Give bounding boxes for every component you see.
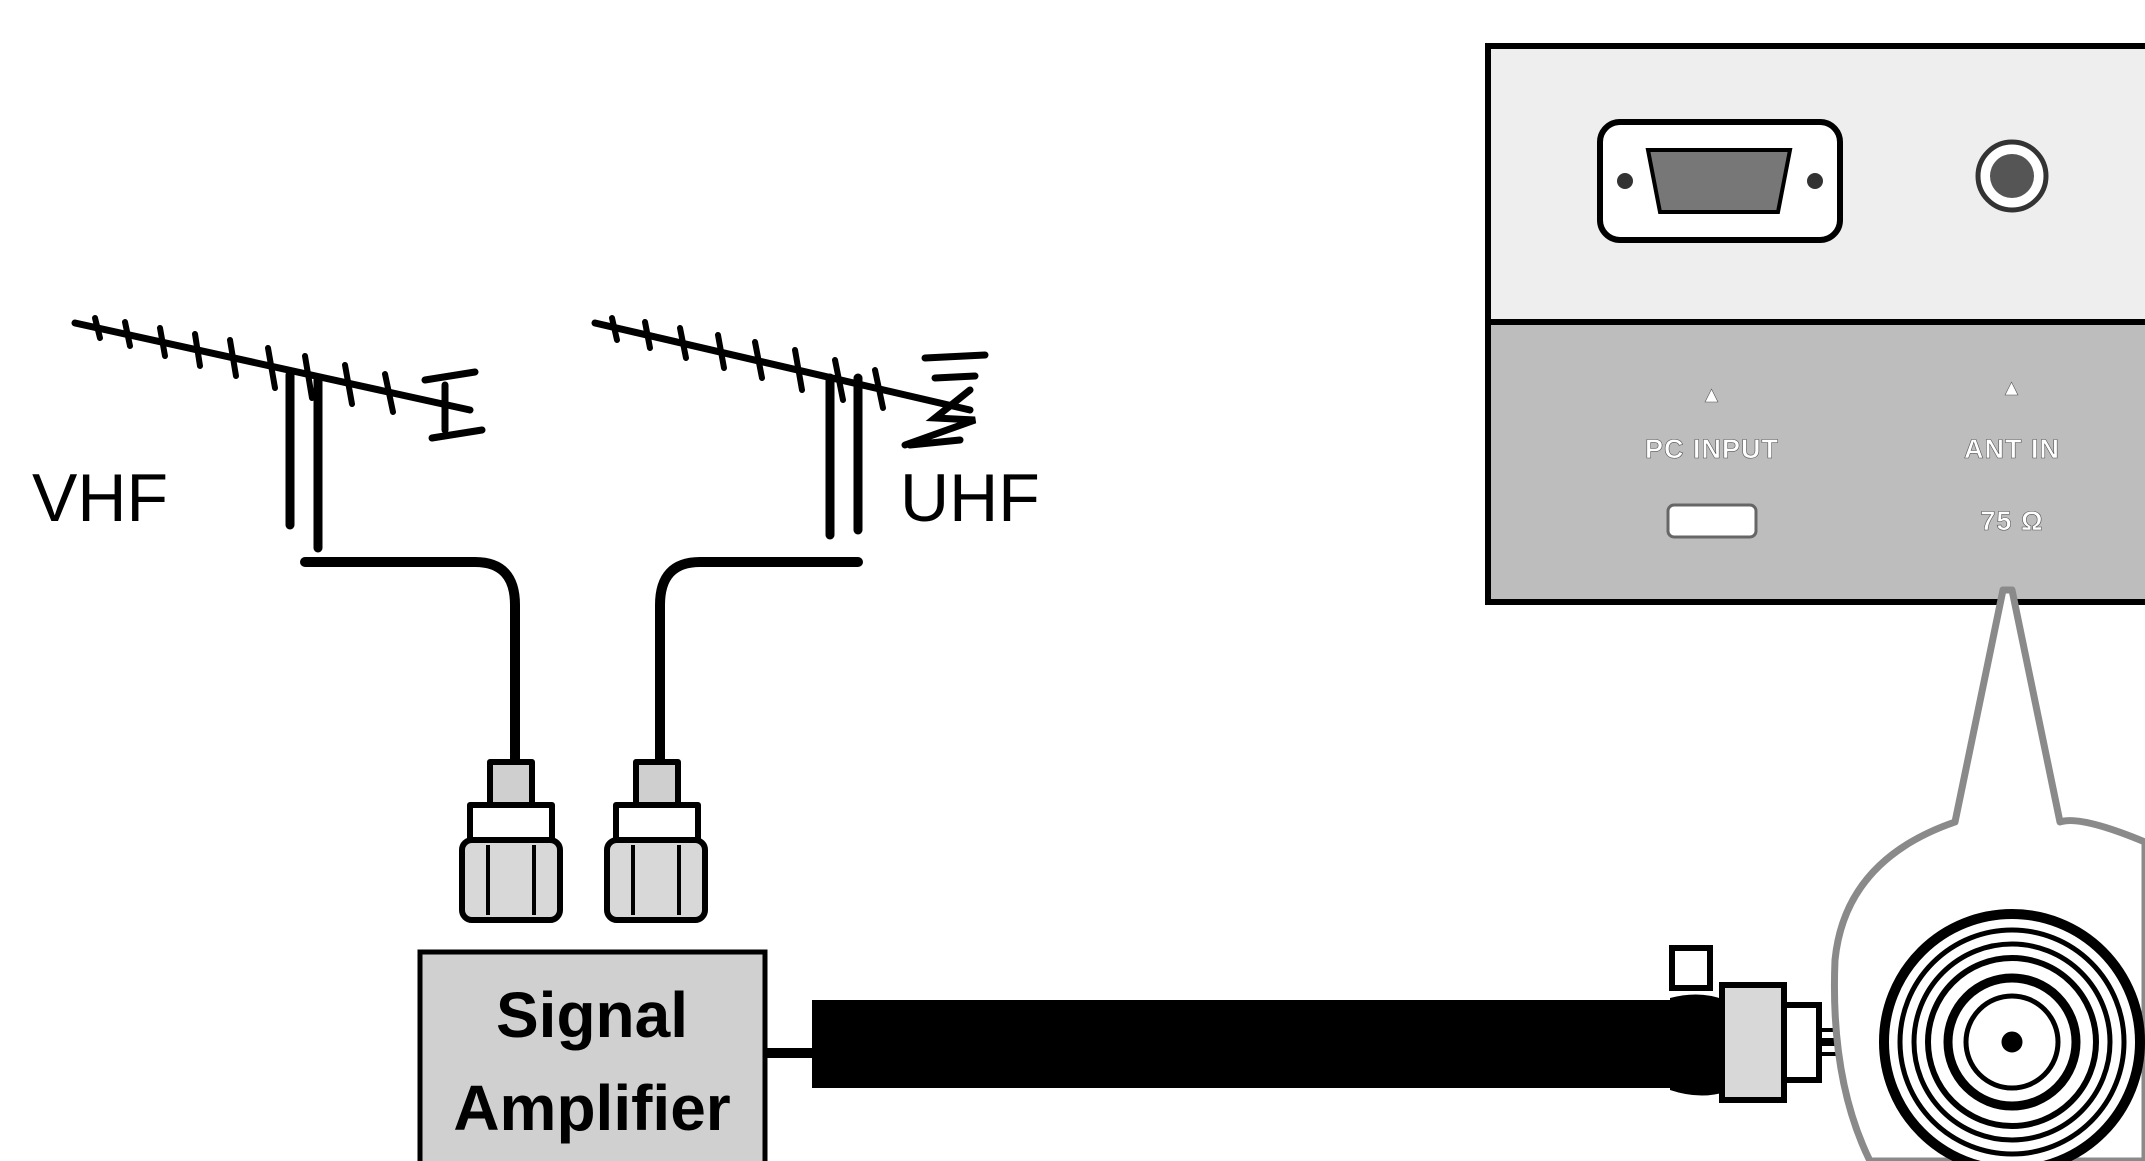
tv-back-panel: ▲ PC INPUT ▲ ANT IN 75 Ω — [1485, 43, 2145, 605]
coax-plug-icon — [604, 759, 708, 923]
vga-port-icon — [1597, 119, 1843, 243]
uhf-label: UHF — [900, 460, 1040, 536]
svg-text:▲: ▲ — [1701, 382, 1724, 407]
vhf-label: VHF — [32, 460, 168, 536]
pc-input-label: PC INPUT — [1645, 434, 1779, 464]
signal-amplifier: Signal Amplifier — [417, 949, 768, 1161]
output-cable — [765, 945, 1945, 1103]
audio-jack-icon — [1975, 139, 2049, 213]
coax-plug-icon — [459, 759, 563, 923]
vhf-antenna-icon — [71, 315, 520, 770]
amplifier-label-line1: Signal — [496, 979, 688, 1051]
ant-in-label: ANT IN — [1964, 434, 2060, 464]
amplifier-label-line2: Amplifier — [453, 1072, 730, 1144]
svg-text:▲: ▲ — [2001, 375, 2024, 400]
impedance-label: 75 Ω — [1980, 506, 2043, 536]
uhf-antenna-icon — [591, 315, 989, 770]
antenna-jack-icon — [1879, 909, 2145, 1161]
